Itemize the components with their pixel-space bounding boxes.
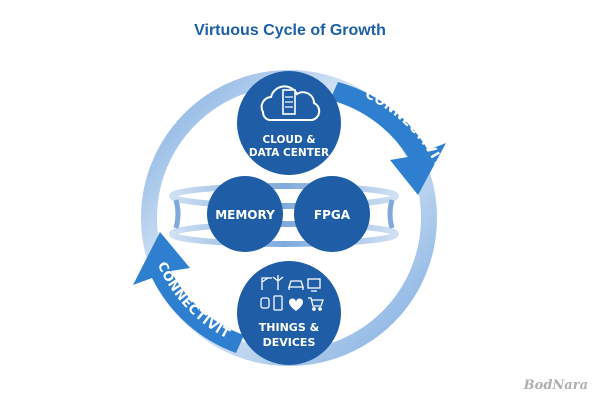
memory-label: MEMORY [215,208,275,222]
fpga-node: FPGA [294,176,370,252]
cloud-label-line2: DATA CENTER [249,147,329,159]
wind-turbine-icon [272,275,284,290]
svg-text:CLOUD &: CLOUD & [262,134,315,146]
things-label-line2: DEVICES [263,336,316,349]
things-devices-node: THINGS & DEVICES [237,261,341,365]
monitor-icon [307,278,321,289]
center-swirl [169,183,399,247]
svg-text:DEVICES: DEVICES [263,336,316,349]
watch-icon [260,297,270,309]
cloud-label-line1: CLOUD & [262,134,315,146]
connectivity-arrow-left: CONNECTIVITY [0,0,244,353]
svg-text:DATA CENTER: DATA CENTER [249,147,329,159]
watermark-logo: BodNara [523,378,588,393]
memory-node: MEMORY [207,176,283,252]
fpga-label: FPGA [314,208,351,222]
connectivity-label-left: CONNECTIVITY [0,0,232,342]
heart-icon [289,298,304,311]
cloud-data-center-node: CLOUD & DATA CENTER [237,71,341,175]
things-label-line1: THINGS & [259,321,320,334]
crane-icon [261,277,272,290]
page-title: Virtuous Cycle of Growth [194,22,386,39]
cloud-server-icon [260,85,321,121]
svg-text:THINGS &: THINGS & [259,321,320,334]
connectivity-arrow-right: CONNECTIVITY [330,82,451,195]
car-icon [288,280,304,290]
phone-icon [273,295,283,311]
device-icons [260,275,324,311]
cart-icon [308,297,324,307]
